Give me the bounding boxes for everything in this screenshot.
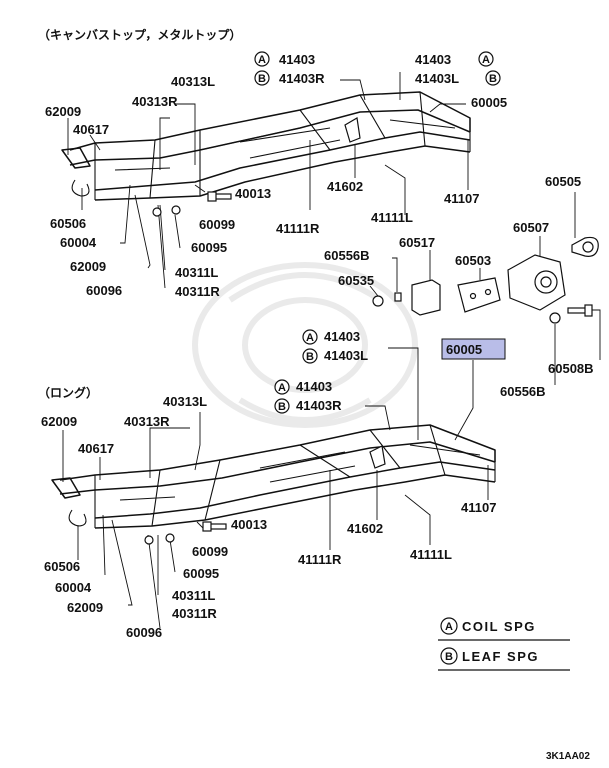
svg-text:A: A xyxy=(445,621,453,633)
highlight-60005[interactable] xyxy=(441,338,506,360)
chassis-frame-bottom xyxy=(51,424,496,529)
label-41111l-top: 41111L xyxy=(371,210,413,225)
label-60556b-a: 60556B xyxy=(324,248,370,263)
svg-text:B: B xyxy=(445,651,453,663)
label-41111l-bottom: 41111L xyxy=(410,547,452,562)
label-40013-bottom: 40013 xyxy=(231,517,267,532)
circle-marker-b-4: B xyxy=(274,398,290,414)
svg-text:A: A xyxy=(482,54,490,66)
svg-text:A: A xyxy=(306,332,314,344)
label-41403-bottom-a: 41403 xyxy=(324,329,360,344)
label-60004-top: 60004 xyxy=(60,235,97,250)
label-40311l-bottom: 40311L xyxy=(172,588,215,603)
diagram-code: 3K1AA02 xyxy=(546,751,590,762)
label-60556b-b: 60556B xyxy=(500,384,546,399)
svg-text:B: B xyxy=(489,73,497,85)
washer-60556b-a xyxy=(394,292,402,302)
label-40313r-bottom: 40313R xyxy=(124,414,170,429)
leader-lines-top xyxy=(67,72,469,289)
bolt-60508b xyxy=(567,307,587,314)
label-40311r-bottom: 40311R xyxy=(172,606,217,621)
legend: A COIL SPG B LEAF SPG xyxy=(438,617,570,671)
label-41403-bottom-a2: 41403 xyxy=(296,379,332,394)
bracket-41602-top xyxy=(344,117,361,143)
svg-text:B: B xyxy=(278,401,286,413)
label-62009-top-a: 62009 xyxy=(45,104,81,119)
label-60508b: 60508B xyxy=(548,361,594,376)
label-41403r-top-b: 41403R xyxy=(279,71,325,86)
label-60099-bottom: 60099 xyxy=(192,544,228,559)
label-40311r-top: 40311R xyxy=(175,284,220,299)
label-41111r-top: 41111R xyxy=(276,221,320,236)
chassis-frame-top xyxy=(61,91,471,201)
bracket-41602-bottom xyxy=(369,445,386,469)
watermark-emblem xyxy=(192,262,418,428)
label-41403-top-a2: 41403 xyxy=(415,52,451,67)
label-62009-bottom-b: 62009 xyxy=(67,600,103,615)
label-41602-top: 41602 xyxy=(327,179,363,194)
label-60099-top: 60099 xyxy=(199,217,235,232)
label-60004-bottom: 60004 xyxy=(55,580,92,595)
plate-60503 xyxy=(457,277,501,313)
legend-leaf-text: LEAF SPG xyxy=(462,649,539,664)
label-60095-top: 60095 xyxy=(191,240,227,255)
svg-text:B: B xyxy=(258,73,266,85)
label-60005-top: 60005 xyxy=(471,95,507,110)
svg-text:A: A xyxy=(258,54,266,66)
label-41602-bottom: 41602 xyxy=(347,521,383,536)
leader-lines-bottom xyxy=(62,347,489,629)
label-62009-bottom-a: 62009 xyxy=(41,414,77,429)
fasteners-top xyxy=(152,191,232,217)
legend-coil-text: COIL SPG xyxy=(462,619,536,634)
label-41403l-bottom-b: 41403L xyxy=(324,348,368,363)
circle-marker-b-1: B xyxy=(254,70,270,86)
section-title-top: （キャンバストップ，メタルトップ） xyxy=(38,27,241,42)
label-40617-bottom: 40617 xyxy=(78,441,114,456)
label-60503: 60503 xyxy=(455,253,491,268)
circle-marker-b-3: B xyxy=(302,348,318,364)
circle-marker-a-4: A xyxy=(274,379,290,395)
label-60517: 60517 xyxy=(399,235,435,250)
label-40313l-top: 40313L xyxy=(171,74,215,89)
label-40311l-top: 40311L xyxy=(175,265,218,280)
hook-60506-bottom xyxy=(68,509,87,527)
label-41403-top-a: 41403 xyxy=(279,52,315,67)
section-title-bottom: （ロング） xyxy=(38,385,98,400)
fasteners-bottom xyxy=(144,521,227,545)
circle-marker-a-3: A xyxy=(302,329,318,345)
nut-60535 xyxy=(372,295,384,307)
label-40617-top: 40617 xyxy=(73,122,109,137)
label-41111r-bottom: 41111R xyxy=(298,552,342,567)
label-60506-top: 60506 xyxy=(50,216,86,231)
label-41403l-top-b: 41403L xyxy=(415,71,459,86)
label-60505: 60505 xyxy=(545,174,581,189)
towing-parts xyxy=(369,192,601,385)
hook-60506-top xyxy=(71,179,90,197)
legend-item-coil: A COIL SPG xyxy=(438,617,570,641)
label-40313r-top: 40313R xyxy=(132,94,178,109)
circle-marker-a-1: A xyxy=(254,51,270,67)
label-60096-bottom: 60096 xyxy=(126,625,162,640)
label-41107-bottom: 41107 xyxy=(461,500,496,515)
svg-text:A: A xyxy=(278,382,286,394)
label-62009-top-b: 62009 xyxy=(70,259,106,274)
label-60096-top: 60096 xyxy=(86,283,122,298)
label-60005-highlighted[interactable]: 60005 xyxy=(446,342,482,357)
label-40313l-bottom: 40313L xyxy=(163,394,207,409)
block-60517 xyxy=(411,279,441,316)
circle-marker-b-2: B xyxy=(485,70,501,86)
label-40013-top: 40013 xyxy=(235,186,271,201)
label-60535: 60535 xyxy=(338,273,374,288)
nut-60556b-b xyxy=(549,312,561,324)
legend-item-leaf: B LEAF SPG xyxy=(438,647,570,671)
label-60506-bottom: 60506 xyxy=(44,559,80,574)
label-41107-top: 41107 xyxy=(444,191,479,206)
label-41403r-bottom-b: 41403R xyxy=(296,398,342,413)
circle-marker-a-2: A xyxy=(478,51,494,67)
svg-text:B: B xyxy=(306,351,314,363)
label-60095-bottom: 60095 xyxy=(183,566,219,581)
label-60507: 60507 xyxy=(513,220,549,235)
